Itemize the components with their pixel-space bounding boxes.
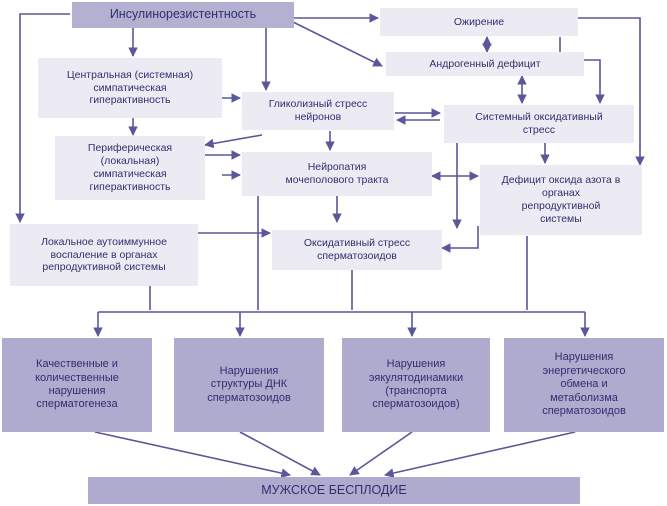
box-spermatogenesis-disorders: Качественные и количественные нарушения … [2,338,152,432]
box-systemic-oxidative: Системный оксидативный стресс [444,105,634,143]
box-dna-structure-disorders: Нарушения структуры ДНК сперматозоидов [174,338,324,432]
box-androgen-deficit: Андрогенный дефицит [386,52,584,76]
box-central-sympathetic: Центральная (системная) симпатическая ги… [38,58,222,118]
box-no-deficit: Дефицит оксида азота в органах репродукт… [480,165,642,235]
box-energy-metabolism-disorders: Нарушения энергетического обмена и метаб… [504,338,664,432]
box-autoimmune-inflammation: Локальное аутоиммунное воспаление в орга… [10,224,198,286]
box-insulin-resistance: Инсулинорезистентность [72,2,294,28]
box-neuropathy: Нейропатия мочеполового тракта [242,152,432,196]
box-obesity: Ожирение [380,8,578,36]
box-peripheral-sympathetic: Периферическая (локальная) симпатическая… [55,136,205,200]
box-glycolytic-stress: Гликолизный стресс нейронов [242,92,394,130]
box-ejaculation-disorders: Нарушения эякулятодинамики (транспорта с… [342,338,490,432]
box-sperm-oxidative-stress: Оксидативный стресс сперматозоидов [272,230,442,270]
box-male-infertility: МУЖСКОЕ БЕСПЛОДИЕ [88,477,580,504]
